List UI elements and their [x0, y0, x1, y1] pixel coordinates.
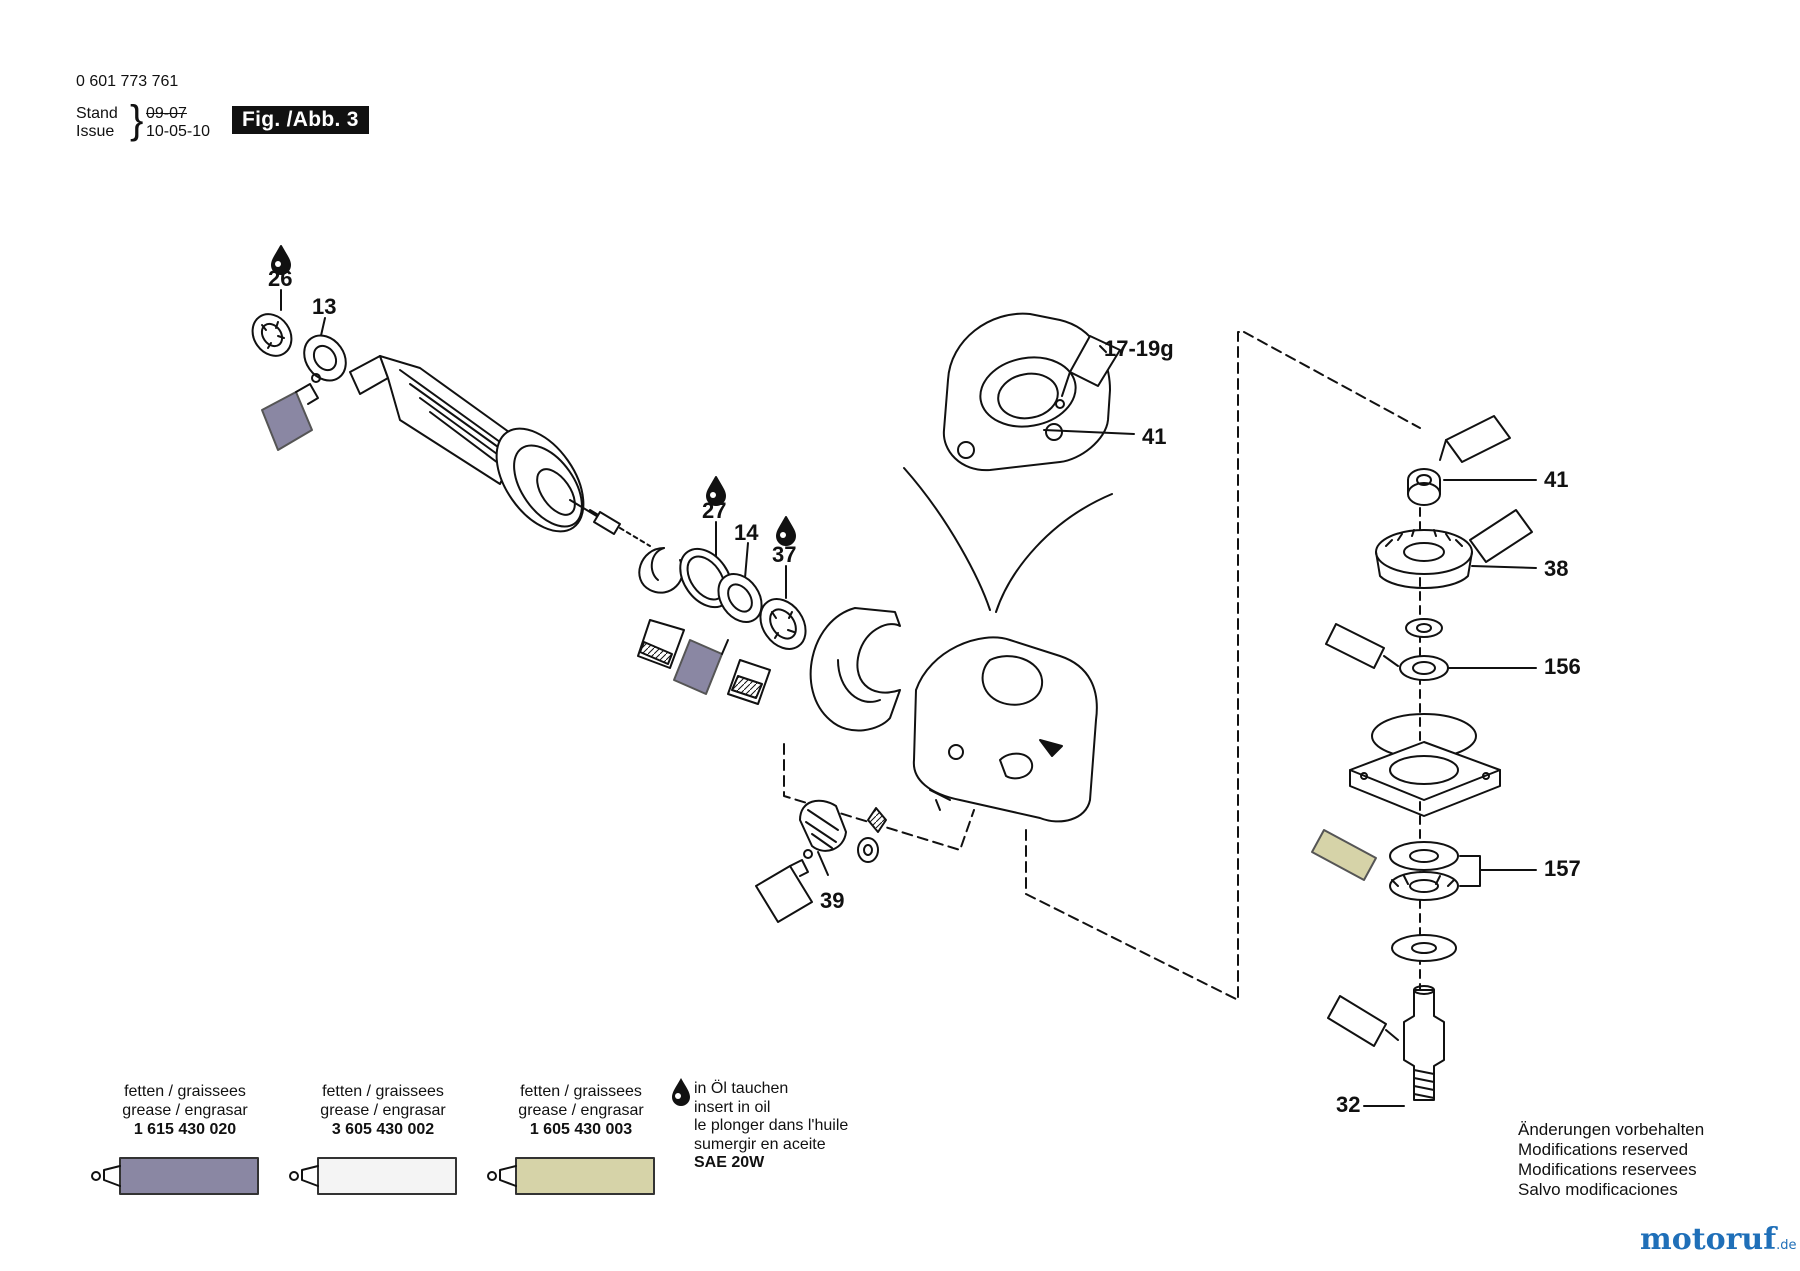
- legend-1-line2: grease / engrasar: [122, 1102, 248, 1119]
- armature: [349, 355, 651, 547]
- oil-line-1: in Öl tauchen: [694, 1080, 789, 1097]
- callout-38: 38: [1544, 556, 1569, 581]
- modifications-notice: Änderungen vorbehalten Modifications res…: [1518, 1120, 1704, 1200]
- part-37-needle-bearing: [759, 598, 807, 650]
- callout-13: 13: [312, 294, 337, 319]
- callout-17-19g: 17-19g: [1104, 336, 1174, 361]
- legend-3-code: 1 605 430 003: [529, 1121, 633, 1138]
- part-38-bevel-gear: [1375, 529, 1473, 589]
- callout-41-top: 41: [1142, 424, 1167, 449]
- grease-tube-icon-32: [1327, 995, 1399, 1047]
- part-156-bearing: [1399, 655, 1449, 681]
- notice-line-4: Salvo modificaciones: [1518, 1180, 1678, 1199]
- gear-housing-top: [942, 312, 1111, 472]
- brand-logo: motoruf.de: [1640, 1222, 1797, 1257]
- oil-line-3: le plonger dans l'huile: [694, 1117, 849, 1134]
- bearing-flange: [809, 607, 901, 732]
- oil-drop-icon-26: [271, 245, 291, 275]
- legend-3: fetten / graissees grease / engrasar 1 6…: [506, 1082, 656, 1139]
- legend-tube-2: [289, 1157, 457, 1195]
- notice-line-3: Modifications reservees: [1518, 1160, 1697, 1179]
- legend-1-code: 1 615 430 020: [133, 1121, 237, 1138]
- grease-tube-icon-17-19g: [1055, 335, 1121, 409]
- issue-label: Issue: [76, 123, 115, 140]
- callout-39: 39: [820, 888, 845, 913]
- brace-icon: }: [130, 98, 144, 142]
- callout-14: 14: [734, 520, 759, 545]
- notice-line-1: Änderungen vorbehalten: [1518, 1120, 1705, 1139]
- legend-1-line1: fetten / graissees: [124, 1083, 246, 1100]
- oil-drop-icon-legend: [672, 1078, 690, 1106]
- legend-2-code: 3 605 430 002: [331, 1121, 435, 1138]
- callout-26: 26: [268, 266, 293, 291]
- grease-tube-icon-157: [1311, 829, 1377, 881]
- legend-3-line1: fetten / graissees: [520, 1083, 642, 1100]
- issue-date: 10-05-10: [146, 123, 211, 140]
- legend-tube-1: [91, 1157, 259, 1195]
- part-13-ball-bearing: [303, 334, 347, 382]
- callout-41-right: 41: [1544, 467, 1569, 492]
- part-39-pinion: [799, 799, 887, 863]
- part-41-nut: [1407, 468, 1441, 506]
- callout-156: 156: [1544, 654, 1581, 679]
- legend-2-line1: fetten / graissees: [322, 1083, 444, 1100]
- callout-157: 157: [1544, 856, 1581, 881]
- grease-tube-icon-hatched: [727, 659, 771, 705]
- legend-3-line2: grease / engrasar: [518, 1102, 644, 1119]
- callout-27: 27: [702, 498, 727, 523]
- grease-tube-icon-purple-2: [673, 639, 729, 695]
- stand-date: 09-07: [146, 105, 187, 122]
- part-14-ball-bearing: [717, 573, 763, 623]
- circlip: [638, 547, 684, 594]
- figure-label: Fig. /Abb. 3: [232, 106, 369, 134]
- grease-tube-icon-purple: [261, 373, 321, 451]
- oil-instructions: in Öl tauchen insert in oil le plonger d…: [694, 1080, 848, 1173]
- legend-1: fetten / graissees grease / engrasar 1 6…: [110, 1082, 260, 1139]
- oil-drop-icon-37: [776, 516, 796, 546]
- grease-tube-icon-39: [755, 849, 813, 923]
- grease-tube-icon-41: [1439, 415, 1511, 463]
- stand-label: Stand: [76, 105, 118, 122]
- grease-tube-icon-156: [1325, 623, 1399, 669]
- oil-line-2: insert in oil: [694, 1098, 771, 1116]
- legend-2-line2: grease / engrasar: [320, 1102, 446, 1119]
- part-157-bearings: [1389, 841, 1459, 901]
- legend-tube-3: [487, 1157, 655, 1195]
- part-32-spindle: [1403, 985, 1445, 1101]
- bearing-flange-right: [1349, 741, 1501, 817]
- washer-small: [1405, 618, 1443, 638]
- part-number: 0 601 773 761: [76, 73, 179, 90]
- part-26-bearing: [251, 313, 293, 357]
- oil-line-4: sumergir en aceite: [694, 1135, 826, 1153]
- washer-large: [1391, 934, 1457, 962]
- callout-32: 32: [1336, 1092, 1361, 1117]
- oil-drop-icon-27: [706, 476, 726, 506]
- oil-line-5: SAE 20W: [694, 1154, 765, 1171]
- brand-name: motoruf: [1640, 1222, 1777, 1257]
- notice-line-2: Modifications reserved: [1518, 1140, 1689, 1159]
- gear-housing: [912, 636, 1098, 823]
- legend-2: fetten / graissees grease / engrasar 3 6…: [308, 1082, 458, 1139]
- grease-tube-icon-38: [1469, 509, 1533, 563]
- brand-tld: .de: [1776, 1238, 1797, 1253]
- grease-tube-icon-white: [637, 619, 685, 669]
- callout-37: 37: [772, 542, 797, 567]
